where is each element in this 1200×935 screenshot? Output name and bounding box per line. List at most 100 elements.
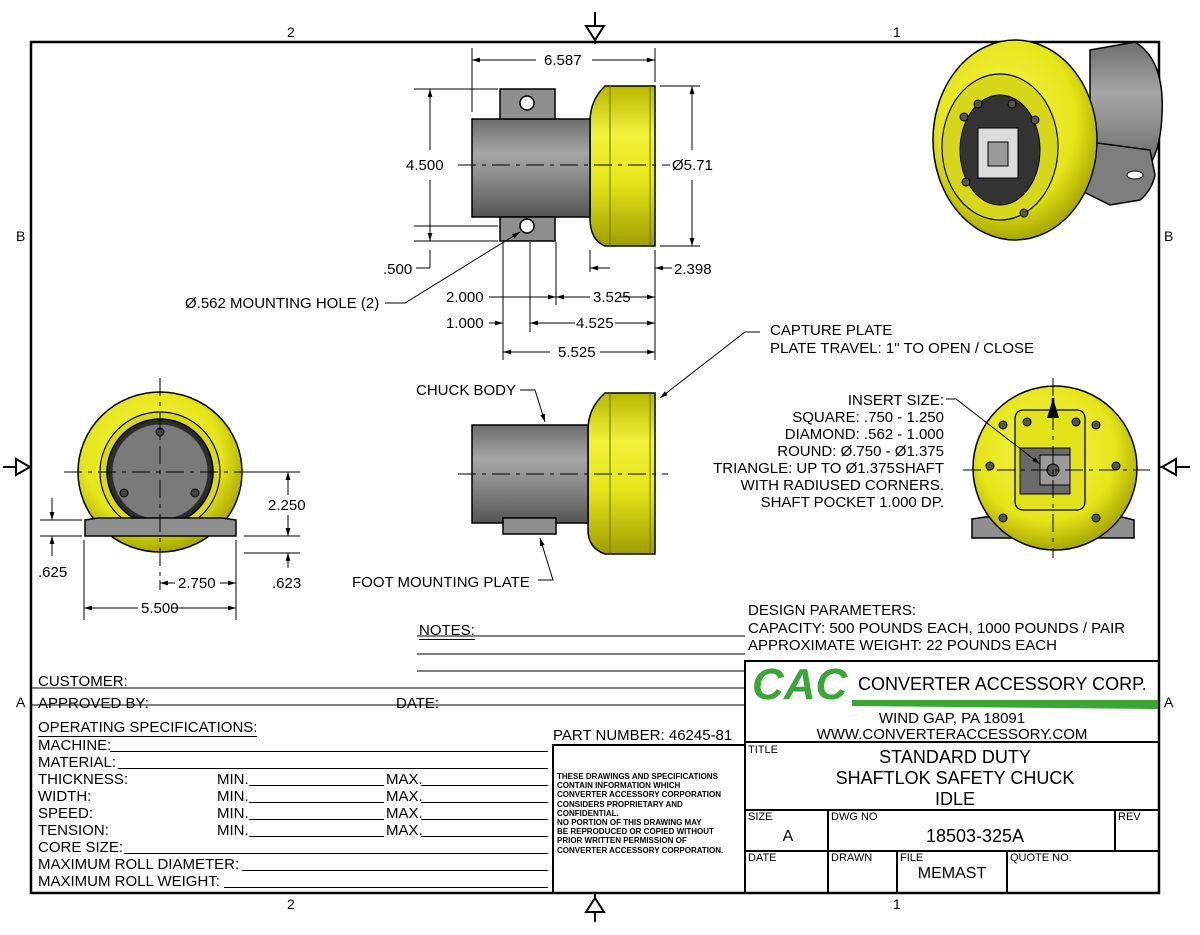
tension-min-label: MIN. [217, 822, 249, 839]
date-field-label: DATE [748, 852, 777, 864]
title-line-3: IDLE [934, 789, 976, 809]
dim-5500: 5.500 [141, 600, 179, 617]
width-label: WIDTH: [38, 788, 92, 805]
hole-note: Ø.562 MOUNTING HOLE (2) [185, 295, 380, 312]
zone-right-a: A [1164, 694, 1174, 710]
zone-bottom-1: 1 [893, 896, 901, 912]
tension-min-field[interactable] [249, 836, 384, 837]
design-params-heading: DESIGN PARAMETERS: [748, 602, 917, 619]
capture-plate-label: CAPTURE PLATE [770, 322, 893, 339]
isometric-view [932, 39, 1164, 241]
dwg-no-label: DWG NO [831, 811, 878, 823]
plate-travel-label: PLATE TRAVEL: 1" TO OPEN / CLOSE [770, 340, 1035, 357]
machine-field[interactable] [110, 751, 548, 752]
dim-overall-length: 6.587 [544, 52, 582, 69]
insert-pocket: SHAFT POCKET 1.000 DP. [760, 494, 944, 511]
customer-label: CUSTOMER: [38, 673, 128, 690]
rev-label: REV [1118, 811, 1141, 823]
company-website: WWW.CONVERTERACCESSORY.COM [816, 726, 1088, 743]
proprietary-line: CONSIDERS PROPRIETARY AND [557, 799, 683, 809]
proprietary-notice: THESE DRAWINGS AND SPECIFICATIONS CONTAI… [557, 772, 743, 855]
drawn-label: DRAWN [831, 852, 873, 864]
title-block-lines [31, 635, 1160, 894]
insert-radiused: WITH RADIUSED CORNERS. [740, 477, 944, 494]
proprietary-line: CONFIDENTIAL. [557, 808, 619, 818]
company-name: CONVERTER ACCESSORY CORP. [858, 674, 1147, 694]
width-min-field[interactable] [249, 802, 384, 803]
proprietary-line: BE REPRODUCED OR COPIED WITHOUT [557, 827, 714, 837]
insert-size-heading: INSERT SIZE: [847, 392, 944, 409]
dim-diameter: Ø5.71 [672, 157, 713, 174]
material-label: MATERIAL: [38, 754, 117, 771]
zone-right-b: B [1164, 228, 1174, 244]
core-size-label: CORE SIZE: [38, 839, 124, 856]
zone-bottom-2: 2 [287, 896, 295, 912]
dim-2750: 2.750 [178, 575, 216, 592]
insert-square: SQUARE: .750 - 1.250 [792, 409, 944, 426]
insert-triangle: TRIANGLE: UP TO Ø1.375SHAFT [713, 460, 944, 477]
dim-3525: 3.525 [593, 289, 631, 306]
insert-diamond: DIAMOND: .562 - 1.000 [784, 426, 944, 443]
design-weight: APPROXIMATE WEIGHT: 22 POUNDS EACH [748, 637, 1057, 654]
file-label: FILE [900, 852, 924, 864]
dim-2250: 2.250 [268, 497, 306, 514]
center-mark-right [1159, 457, 1190, 477]
dim-5525: 5.525 [558, 344, 596, 361]
top-view [385, 48, 700, 360]
zone-left-a: A [16, 694, 26, 710]
material-field[interactable] [118, 768, 548, 769]
proprietary-line: NO PORTION OF THIS DRAWING MAY [557, 818, 702, 828]
title-line-2: SHAFTLOK SAFETY CHUCK [835, 768, 1075, 788]
size-value: A [782, 828, 794, 845]
max-roll-weight-field[interactable] [224, 887, 548, 888]
max-roll-weight-label: MAXIMUM ROLL WEIGHT: [38, 873, 220, 890]
company-address: WIND GAP, PA 18091 [878, 710, 1026, 727]
width-max-label: MAX. [386, 788, 423, 805]
width-max-field[interactable] [421, 802, 548, 803]
speed-min-label: MIN. [217, 805, 249, 822]
center-mark-bottom [584, 893, 606, 922]
dim-hole-offset: .500 [383, 261, 413, 278]
thickness-max-field[interactable] [421, 785, 548, 786]
speed-label: SPEED: [38, 805, 94, 822]
end-view [40, 378, 300, 620]
thickness-min-field[interactable] [249, 785, 384, 786]
max-roll-diameter-label: MAXIMUM ROLL DIAMETER: [38, 856, 240, 873]
chuck-body-label: CHUCK BODY [416, 382, 517, 399]
dim-4525: 4.525 [576, 315, 614, 332]
dim-height: 4.500 [406, 157, 444, 174]
quote-label: QUOTE NO. [1010, 852, 1072, 864]
dim-623: .623 [272, 575, 302, 592]
proprietary-line: PRIOR WRITTEN PERMISSION OF [557, 836, 687, 846]
svg-text:CAC: CAC [752, 663, 849, 705]
zone-top-1: 1 [893, 24, 901, 40]
size-label: SIZE [748, 811, 773, 823]
center-mark-top [584, 12, 606, 44]
speed-min-field[interactable] [249, 819, 384, 820]
zone-top-2: 2 [287, 24, 295, 40]
proprietary-line: CONVERTER ACCESSORY CORPORATION [557, 790, 722, 800]
width-min-label: MIN. [217, 788, 249, 805]
file-value: MEMAST [917, 865, 987, 882]
thickness-min-label: MIN. [217, 771, 249, 788]
dim-2000: 2.000 [446, 289, 484, 306]
operating-specs-heading: OPERATING SPECIFICATIONS: [38, 719, 258, 737]
side-view [458, 331, 760, 581]
machine-label: MACHINE: [38, 737, 112, 754]
dim-625: .625 [38, 564, 68, 581]
max-roll-diameter-field[interactable] [242, 870, 548, 871]
core-size-field[interactable] [124, 853, 548, 854]
dim-plate-length: 2.398 [674, 261, 712, 278]
tension-max-label: MAX. [386, 822, 423, 839]
tension-max-field[interactable] [421, 836, 548, 837]
dwg-no-value: 18503-325A [925, 826, 1025, 846]
speed-max-field[interactable] [421, 819, 548, 820]
foot-plate-label: FOOT MOUNTING PLATE [352, 574, 530, 591]
logo-swoosh [852, 700, 1158, 709]
proprietary-line: THESE DRAWINGS AND SPECIFICATIONS [557, 772, 718, 781]
date-label: DATE: [396, 695, 440, 712]
title-label: TITLE [748, 744, 778, 756]
speed-max-label: MAX. [386, 805, 423, 822]
dim-1000: 1.000 [446, 315, 484, 332]
insert-round: ROUND: Ø.750 - Ø1.375 [777, 443, 944, 460]
